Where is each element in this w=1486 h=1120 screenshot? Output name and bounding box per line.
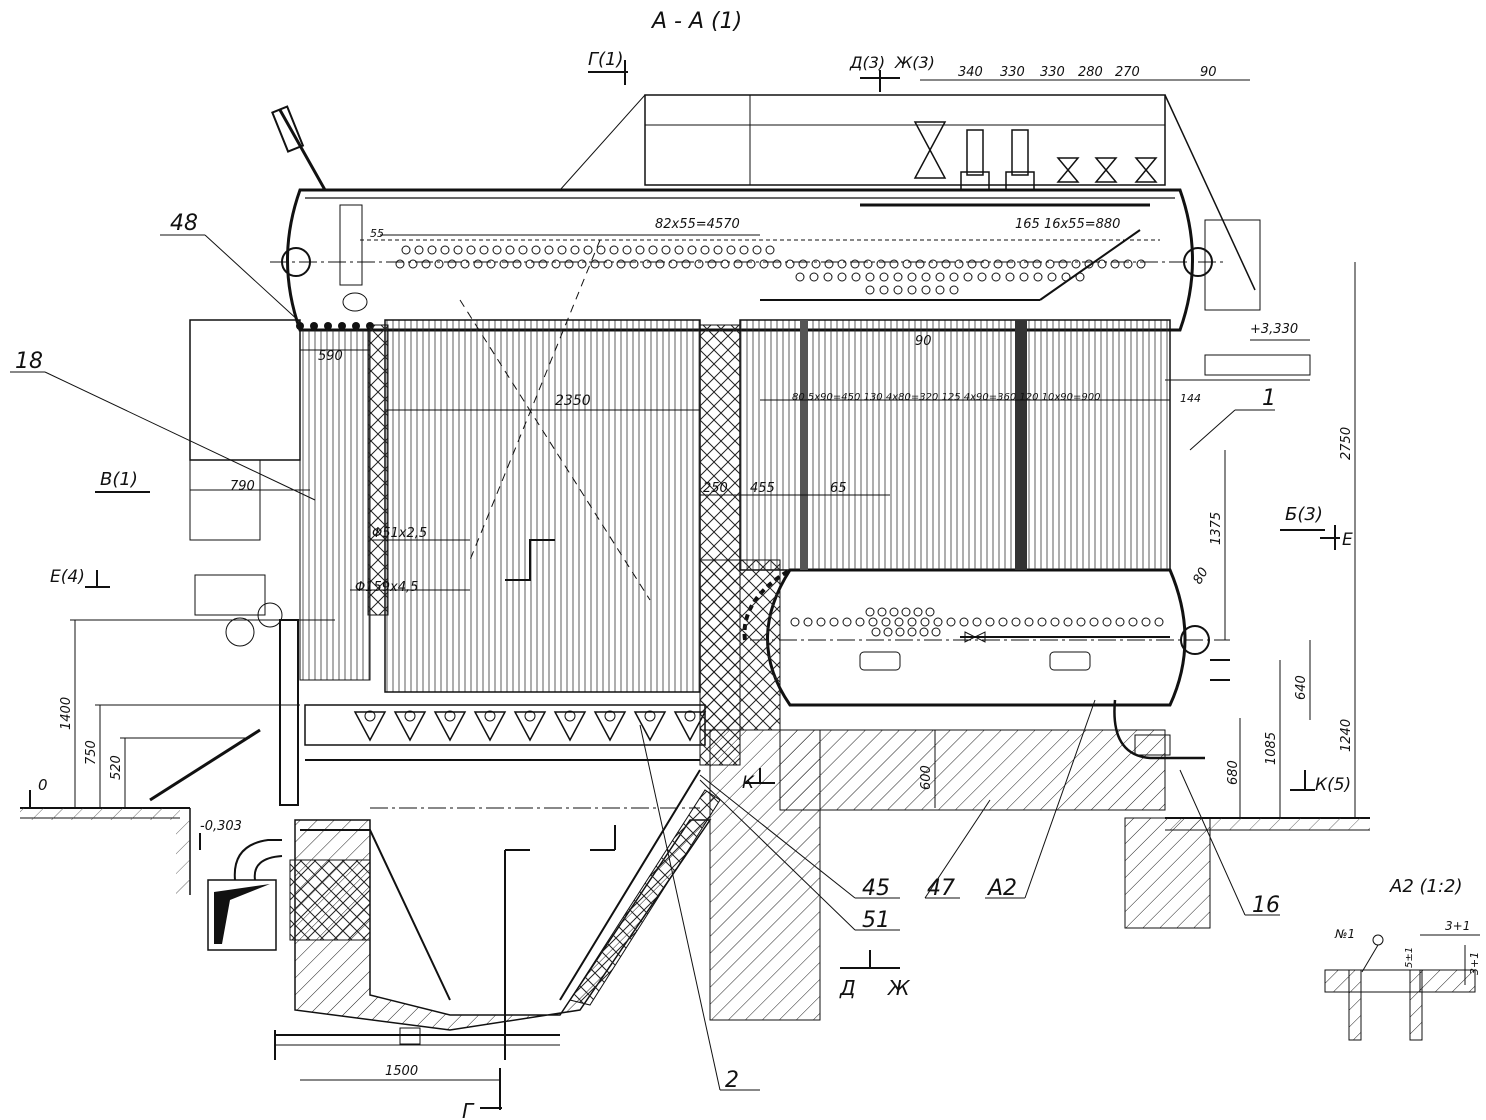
detail-no1: №1 [1334,927,1355,941]
section-mark-b3: Б(3) [1285,504,1323,525]
dim-top-chain-item: 90 [1200,65,1217,80]
detail-dim1: 3+1 [1445,919,1470,933]
section-mark-k5: К(5) [1315,775,1351,795]
lower-drum [742,568,1230,707]
detail-dim2: 3+1 [1468,952,1481,975]
dim-640: 640 [1294,675,1309,700]
section-mark-d-bottom: Д [839,976,856,1000]
dim-590: 590 [318,349,343,364]
upper-tube-row [296,245,1146,330]
blower-unit [207,839,283,951]
floor [20,807,1370,896]
callout-1: 1 [1262,386,1276,411]
section-mark-zh-bottom: Ж [886,976,911,1000]
flue-duct [559,94,1311,381]
callout-2: 2 [725,1068,739,1093]
furnace-tube-bank [384,239,701,693]
detail-a2 [1324,934,1480,1041]
dim-tube1: Φ51x2,5 [372,526,427,541]
dim-mid-chain: 80 5x90=450 130 4x80=320 125 4x90=360 12… [792,392,1100,403]
callout-48: 48 [170,211,198,236]
callout-45: 45 [862,876,890,901]
dim-top-chain-item: 340 [958,65,983,80]
dim-600: 600 [919,765,934,790]
section-mark-e4: Е(4) [50,567,85,587]
section-mark-d3: Д(3) [849,53,885,72]
dim-1400: 1400 [59,697,74,730]
section-mark-zh3: Ж(3) [894,53,935,72]
callout-18: 18 [15,349,43,374]
valves [913,121,1158,191]
grate [304,704,707,809]
leader-lines [10,234,1280,1091]
dim-top-chain-item: 280 [1078,65,1103,80]
drain-pipe [1113,659,1230,760]
dim-2750: 2750 [1339,427,1354,460]
dim-top-chain-item: 330 [1040,65,1065,80]
dim-455: 455 [750,481,775,496]
dim-90: 90 [915,334,932,349]
dim-750: 750 [84,740,99,765]
dim-tube-pitch: 82x55=4570 [655,217,740,232]
detail-title: A2 (1:2) [1389,876,1463,897]
dim-520: 520 [109,755,124,780]
callout-47: 47 [927,876,955,901]
dim-tube-pitch-right: 165 16x55=880 [1015,217,1120,232]
dim-top-chain-item: 330 [1000,65,1025,80]
dim-1085: 1085 [1264,732,1279,765]
callout-51: 51 [862,908,890,933]
dim-2350: 2350 [555,393,591,409]
section-mark-v1: В(1) [100,469,138,490]
dim-1500: 1500 [385,1064,418,1079]
dim-790: 790 [230,479,255,494]
upper-drum [270,188,1225,332]
section-mark-g1: Г(1) [588,49,624,70]
lower-tube-row [790,607,1164,637]
dim-65: 65 [830,481,847,496]
section-title: A - A (1) [650,9,742,34]
callout-16: 16 [1252,893,1280,918]
partition-wall [367,324,781,766]
dim-1375: 1375 [1209,512,1224,545]
left-casing [149,105,371,806]
dim-tube2: Φ159x4,5 [355,580,418,595]
dim-80: 80 [1190,565,1211,587]
callout-a2: A2 [986,876,1017,901]
elev-zero: 0 [38,776,48,794]
dim-250: 250 [703,481,728,496]
detail-dim3: 5±1 [1404,947,1415,968]
dim-144: 144 [1180,392,1201,405]
section-mark-e: Е [1342,530,1353,550]
dim-1240: 1240 [1339,719,1354,752]
elev-top: +3,330 [1250,322,1298,337]
section-mark-k: К [742,773,755,793]
dimension-lines [70,79,1356,1081]
dim-55: 55 [370,227,384,240]
ash-hopper [274,729,1211,1060]
section-mark-g-bottom: Г [462,1099,475,1120]
convective-tube-bank [739,319,1171,571]
section-cut-marks [29,60,1340,1110]
elev-neg: -0,303 [200,819,242,834]
dim-680: 680 [1226,760,1241,785]
dim-top-chain-item: 270 [1115,65,1140,80]
